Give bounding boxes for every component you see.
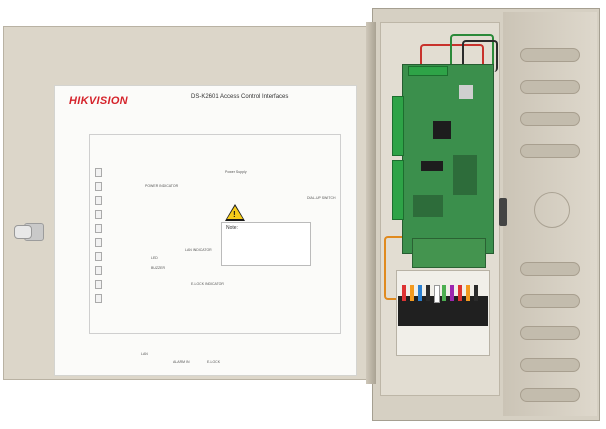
latch-bolt: [14, 225, 32, 239]
wire-green: [442, 285, 446, 301]
wire-red: [458, 285, 462, 301]
terminal-strip: [398, 296, 488, 326]
terminal-marker: [95, 210, 102, 219]
board-module: [413, 195, 443, 217]
board-outline: [89, 134, 341, 334]
terminal-block-green: [392, 160, 404, 220]
vent-slot: [520, 112, 580, 126]
wiring-diagram-sticker: HIKVISION DS-K2601 Access Control Interf…: [54, 85, 357, 376]
label-lan-indicator: LAN INDICATOR: [185, 248, 212, 252]
vent-slot: [520, 326, 580, 340]
terminal-marker: [95, 294, 102, 303]
terminal-marker: [95, 168, 102, 177]
wire-red: [402, 285, 406, 301]
wire-black: [462, 40, 498, 72]
terminal-marker: [95, 252, 102, 261]
cpu-chip: [433, 121, 451, 139]
note-box: Note:: [221, 222, 311, 266]
vent-slot: [520, 80, 580, 94]
terminal-marker: [95, 224, 102, 233]
cabinet-door[interactable]: HIKVISION DS-K2601 Access Control Interf…: [3, 26, 371, 380]
vent-slot: [520, 48, 580, 62]
board-module: [453, 155, 477, 195]
wire-purple: [450, 285, 454, 301]
door-latch[interactable]: [10, 221, 52, 241]
ic-chip: [421, 161, 443, 171]
vent-slot: [520, 358, 580, 372]
wire-orange: [466, 285, 470, 301]
wire-green: [450, 34, 494, 70]
label-dial-up-switch: DIAL-UP SWITCH: [307, 196, 336, 200]
vent-slot: [520, 388, 580, 402]
note-title: Note:: [226, 225, 238, 231]
vent-slot: [520, 144, 580, 158]
relay-board: [412, 238, 486, 268]
terminal-marker: [95, 196, 102, 205]
terminal-marker: [95, 266, 102, 275]
label-buzzer: BUZZER: [151, 266, 165, 270]
terminal-marker: [95, 238, 102, 247]
vent-slot: [520, 262, 580, 276]
terminal-marker: [95, 280, 102, 289]
controller-board: [402, 64, 494, 254]
label-alarm-in: ALARM IN: [173, 360, 190, 364]
label-e-lock-indicator: E-LOCK INDICATOR: [191, 282, 224, 286]
diagram-title: DS-K2601 Access Control Interfaces: [191, 94, 289, 100]
warning-icon: [225, 204, 245, 221]
warning-exclamation: !: [233, 210, 236, 219]
wire-orange: [410, 285, 414, 301]
knockout-hole: [534, 192, 570, 228]
wire-black: [426, 285, 430, 301]
wire-black: [474, 285, 478, 301]
terminal-marker: [95, 182, 102, 191]
network-port: [459, 85, 473, 99]
cabinet-lock: [499, 198, 507, 226]
wire-white: [434, 285, 440, 303]
label-led: LED: [151, 256, 158, 260]
label-power-supply: Power Supply: [225, 170, 247, 174]
vent-slot: [520, 294, 580, 308]
label-power-indicator: POWER INDICATOR: [145, 184, 179, 188]
wire-orange: [384, 236, 406, 300]
brand-logo: HIKVISION: [69, 95, 128, 107]
wire-blue: [418, 285, 422, 301]
wire-red: [420, 44, 484, 72]
terminal-block-green: [392, 96, 404, 156]
label-lan: LAN: [141, 352, 148, 356]
door-hinge-edge: [366, 22, 376, 384]
label-e-lock: E-LOCK: [207, 360, 221, 364]
terminal-block-green: [408, 66, 448, 76]
